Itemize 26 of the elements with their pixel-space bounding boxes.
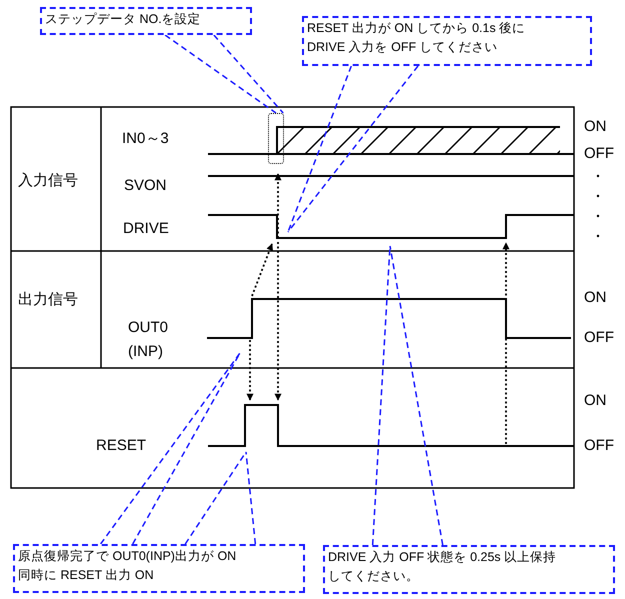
leader-line bbox=[287, 66, 419, 232]
level-label: ON bbox=[584, 116, 606, 137]
dotted-box bbox=[268, 113, 284, 164]
leader-line bbox=[287, 66, 352, 232]
leader-line bbox=[132, 352, 241, 544]
leader-line bbox=[100, 352, 241, 544]
signal-name: OUT0 (INP) bbox=[128, 318, 170, 362]
level-label: OFF bbox=[584, 328, 614, 348]
callout-box: 原点復帰完了で OUT0(INP)出力が ON 同時に RESET 出力 ON bbox=[13, 544, 305, 593]
level-label: OFF bbox=[584, 436, 614, 456]
signal-name: RESET bbox=[96, 436, 146, 456]
row-heading: 入力信号 bbox=[18, 170, 78, 191]
signal-name: SVON bbox=[124, 176, 167, 196]
leader-line bbox=[245, 452, 256, 544]
leader-line bbox=[389, 246, 444, 546]
level-label: OFF bbox=[584, 144, 614, 164]
level-label: ON bbox=[584, 390, 606, 411]
signal-name: DRIVE bbox=[123, 218, 169, 239]
signal-name: IN0～3 bbox=[122, 128, 169, 149]
callout-box: ステップデータ NO.を設定 bbox=[40, 7, 252, 35]
leader-line bbox=[164, 34, 276, 114]
leader-line bbox=[213, 34, 284, 114]
level-label: ON bbox=[584, 288, 606, 308]
callout-box: RESET 出力が ON してから 0.1s 後に DRIVE 入力を OFF してください bbox=[302, 16, 592, 66]
row-heading: 出力信号 bbox=[18, 290, 78, 310]
callout-box: DRIVE 入力 OFF 状態を 0.25s 以上保持してください。 bbox=[323, 545, 615, 594]
